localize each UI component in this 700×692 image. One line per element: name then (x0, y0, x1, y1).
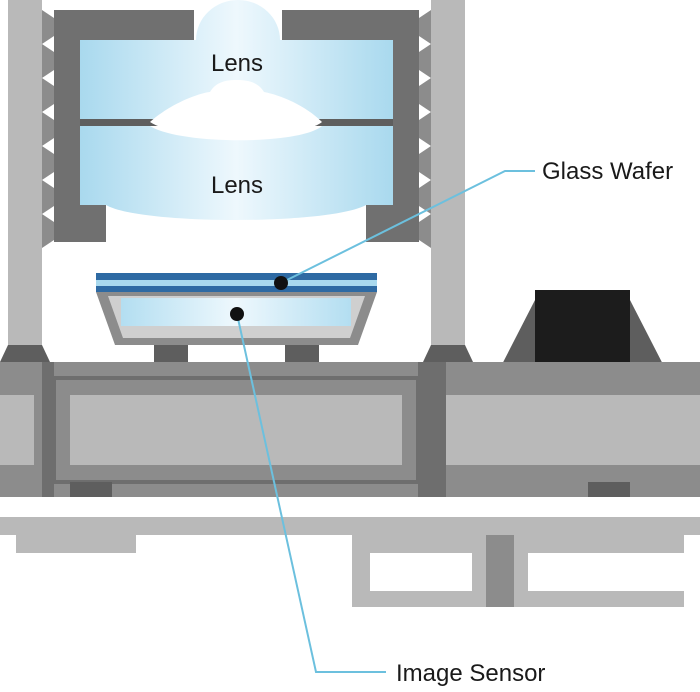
left-thread (42, 10, 54, 248)
board-cell-left (0, 395, 34, 465)
callout-glass-wafer: Glass Wafer (274, 158, 673, 290)
substrate-top (0, 497, 700, 517)
image-sensor-label: Image Sensor (396, 660, 545, 687)
left-post (8, 0, 42, 350)
callout-dot-glass-wafer (274, 276, 288, 290)
chip-body (535, 290, 630, 362)
substrate-band (0, 517, 700, 535)
board-divider-mid (418, 362, 446, 497)
barrel-top-left (54, 10, 194, 40)
substrate-lower-left (16, 535, 136, 553)
lens-lower-label: Lens (211, 172, 263, 199)
barrel-bottom-right (366, 205, 419, 242)
callout-image-sensor: Image Sensor (230, 307, 545, 687)
right-thread (419, 10, 431, 248)
callout-line-image-sensor (236, 313, 386, 673)
glass-wafer-bottom-stripe (96, 286, 377, 292)
glass-wafer-label: Glass Wafer (542, 158, 673, 185)
right-post (431, 0, 465, 350)
substrate-slot-1 (370, 553, 472, 591)
base-board (0, 362, 700, 607)
lower-lens: Lens (80, 126, 393, 220)
side-component (495, 290, 670, 398)
left-post-base (0, 345, 50, 362)
barrel-right-wall (393, 10, 419, 242)
right-post-base (423, 345, 473, 362)
upper-lens: Lens (80, 0, 393, 137)
sensor-package (96, 273, 377, 373)
barrel-left-wall (54, 10, 80, 242)
barrel-top-right (282, 10, 419, 40)
substrate-via (486, 535, 514, 607)
barrel-bottom-left (54, 205, 106, 242)
callout-line-glass-wafer (280, 170, 535, 284)
board-divider-left (42, 362, 54, 497)
glass-wafer-top-stripe (96, 273, 377, 280)
substrate-slot-2 (528, 553, 684, 591)
callout-dot-image-sensor (230, 307, 244, 321)
lens-upper-label: Lens (211, 50, 263, 77)
board-cell-center (70, 395, 402, 465)
lens-holder (8, 0, 465, 350)
board-cell-right (446, 395, 700, 465)
glass-wafer-middle (96, 280, 377, 286)
